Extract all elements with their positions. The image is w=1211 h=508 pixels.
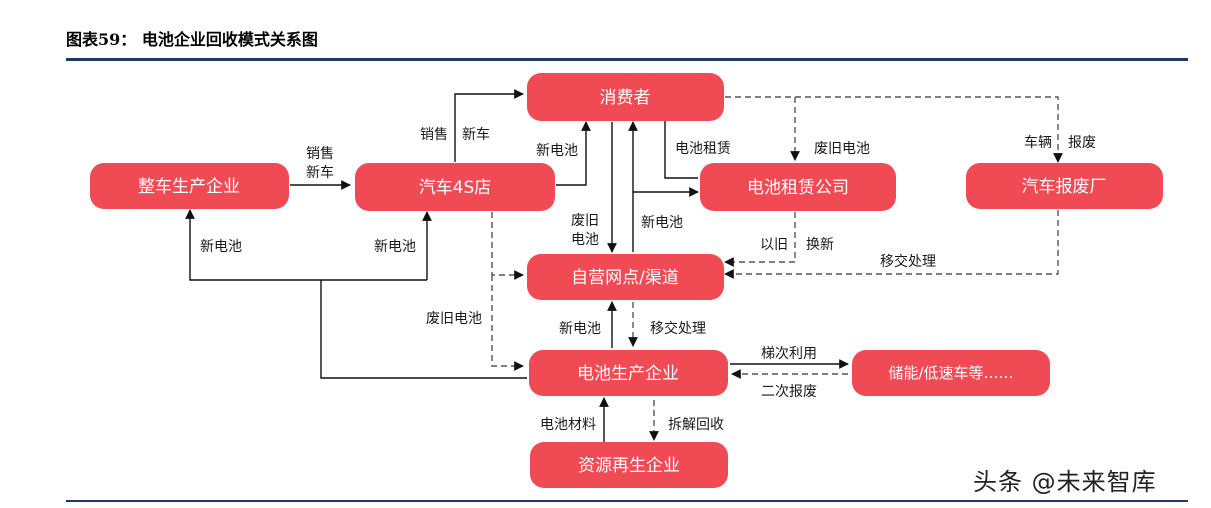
title-rule (66, 58, 1188, 61)
svg-text:汽车报废厂: 汽车报废厂 (1022, 177, 1107, 197)
label-cascade-use: 梯次利用 (761, 346, 817, 362)
node-recycler: 资源再生企业 (530, 442, 728, 488)
label-dealer-sales: 销售 (420, 127, 448, 143)
edge-to-vehicle-maker (185, 209, 427, 281)
label-used-battery-lease: 废旧电池 (814, 141, 870, 157)
edge-dealer-to-consumer (454, 89, 524, 162)
edge-battery-maker-trunk (320, 280, 527, 379)
label-dealer-new-car: 新车 (462, 126, 490, 143)
svg-text:电池生产企业: 电池生产企业 (577, 364, 679, 384)
label-used-battery-dealer: 废旧电池 (426, 311, 482, 327)
title-bar: 图表59： 电池企业回收模式关系图 (66, 26, 1188, 54)
svg-text:资源再生企业: 资源再生企业 (578, 456, 680, 476)
label-battery-lease: 电池租赁 (675, 141, 731, 157)
label-transfer-maker: 移交处理 (650, 320, 706, 337)
label-new-battery-consumer: 新电池 (536, 143, 578, 159)
edge-leasing-to-outlets (724, 212, 796, 267)
node-own-outlets: 自营网点/渠道 (527, 254, 724, 300)
node-battery-leasing: 电池租赁公司 (700, 163, 896, 211)
edge-dealer-to-outlets (491, 212, 524, 280)
svg-text:储能/低速车等……: 储能/低速车等…… (888, 364, 1013, 382)
node-storage: 储能/低速车等…… (852, 350, 1050, 396)
svg-text:消费者: 消费者 (600, 88, 651, 108)
watermark: 头条 @未来智库 (973, 468, 1157, 496)
label-battery-material: 电池材料 (540, 417, 596, 433)
label-new-battery-outlets: 新电池 (641, 215, 683, 231)
label-new-battery-dealer: 新电池 (374, 239, 416, 255)
edge-scrap-to-outlets (724, 210, 1059, 279)
label-used-battery-1: 废旧 (571, 213, 599, 229)
svg-text:整车生产企业: 整车生产企业 (138, 177, 240, 197)
node-vehicle-maker: 整车生产企业 (90, 163, 289, 209)
label-second-scrap: 二次报废 (761, 384, 817, 400)
node-scrap-plant: 汽车报废厂 (966, 163, 1163, 209)
edge-consumer-to-scrap (725, 96, 1063, 163)
edge-leasing-to-consumer (660, 111, 698, 179)
svg-text:电池租赁公司: 电池租赁公司 (747, 178, 849, 198)
svg-text:自营网点/渠道: 自营网点/渠道 (571, 268, 679, 288)
label-transfer-scrap: 移交处理 (880, 253, 936, 270)
label-dismantle-recycle: 拆解回收 (668, 417, 724, 433)
edge-dealer-to-maker (491, 275, 524, 371)
label-sales-new-car-1: 销售 (306, 146, 334, 162)
label-new-battery-maker: 新电池 (559, 321, 601, 337)
label-trade-old: 以旧 (760, 237, 788, 253)
node-consumer: 消费者 (527, 73, 724, 121)
label-used-battery-2: 电池 (571, 232, 599, 248)
label-vehicle-scrap-1: 车辆 (1024, 134, 1052, 151)
label-new-battery-vehicle-maker: 新电池 (200, 239, 242, 255)
label-trade-new: 换新 (806, 236, 834, 253)
node-dealer-4s: 汽车4S店 (355, 163, 555, 211)
node-battery-maker: 电池生产企业 (529, 350, 728, 396)
svg-text:汽车4S店: 汽车4S店 (419, 178, 492, 198)
bottom-rule (66, 500, 1188, 502)
figure-title: 图表59： 电池企业回收模式关系图 (66, 30, 318, 49)
edge-dealer-new-battery (556, 121, 591, 186)
label-sales-new-car-2: 新车 (306, 164, 334, 181)
label-vehicle-scrap-2: 报废 (1068, 135, 1096, 151)
